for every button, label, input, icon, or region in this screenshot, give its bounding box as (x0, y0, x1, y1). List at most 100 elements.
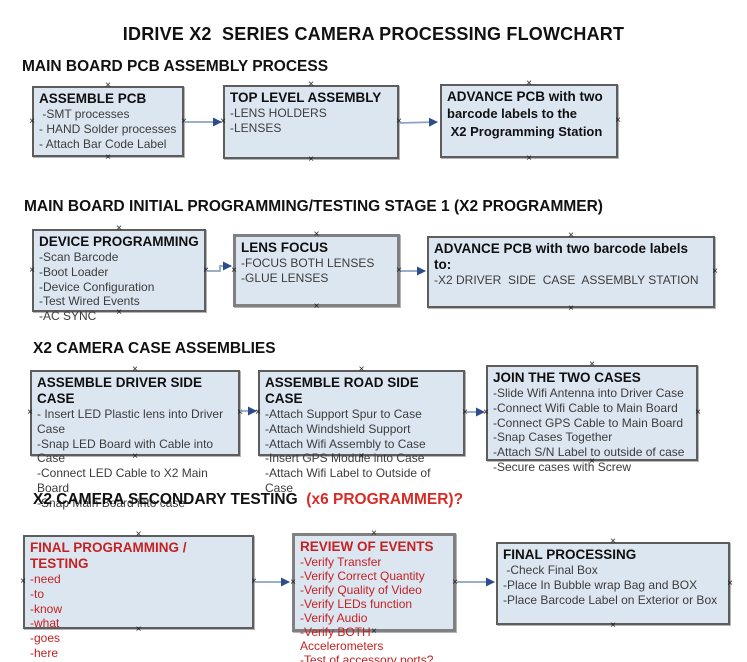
box-item: -Verify Correct Quantity (300, 569, 425, 583)
flow-box-final-processing[interactable]: FINAL PROCESSING -Check Final Box -Place… (496, 537, 733, 631)
connection-handle-icon[interactable]: × (132, 451, 138, 462)
connection-handle-icon[interactable]: × (27, 407, 33, 418)
connection-handle-icon[interactable]: × (29, 115, 35, 127)
box-title: TOP LEVEL ASSEMBLY (230, 90, 382, 105)
section-heading-red-part: (x6 PROGRAMMER)? (302, 491, 464, 508)
connection-handle-icon[interactable]: × (589, 456, 595, 467)
box-item: -Check Final Box (503, 563, 598, 577)
connection-handle-icon[interactable]: × (712, 266, 718, 277)
connection-handle-icon[interactable]: × (615, 115, 621, 126)
connection-handle-icon[interactable]: × (526, 153, 532, 164)
connection-handle-icon[interactable]: × (308, 79, 314, 90)
flow-box-join-the-two-cases[interactable]: JOIN THE TWO CASES -Slide Wifi Antenna i… (483, 360, 701, 474)
flow-box-top-level-assembly[interactable]: TOP LEVEL ASSEMBLY -LENS HOLDERS -LENSES… (220, 80, 402, 165)
page-title: IDRIVE X2 SERIES CAMERA PROCESSING FLOWC… (122, 24, 625, 44)
connection-handle-icon[interactable]: × (105, 80, 111, 91)
box-item: -Test of accessory ports? (300, 653, 434, 662)
box-title: ADVANCE PCB with two barcode labels to: (434, 241, 692, 272)
connection-handle-icon[interactable]: × (452, 576, 458, 588)
box-item: -Snap Main Board into case (37, 495, 186, 510)
box-item: -Secure cases with Screw (493, 459, 632, 474)
box-item: -Device Configuration (39, 279, 155, 294)
box-item: -need (30, 572, 61, 586)
box-item: -Attach Wifi Label to Outside of Case (265, 466, 434, 495)
connection-handle-icon[interactable]: × (610, 620, 616, 631)
box-title: REVIEW OF EVENTS (300, 539, 434, 554)
box-item: -Connect Wifi Cable to Main Board (493, 400, 678, 415)
connection-handle-icon[interactable]: × (313, 229, 320, 240)
box-title: ASSEMBLE DRIVER SIDE CASE (37, 375, 206, 406)
connection-handle-icon[interactable]: × (20, 576, 26, 587)
box-title: ADVANCE PCB with two (447, 89, 603, 104)
connection-handle-icon[interactable]: × (308, 154, 314, 165)
connection-handle-icon[interactable]: × (135, 529, 142, 540)
connection-handle-icon[interactable]: × (181, 115, 187, 127)
connection-handle-icon[interactable]: × (396, 264, 402, 276)
connection-handle-icon[interactable]: × (462, 407, 468, 418)
connection-handle-icon[interactable]: × (568, 230, 574, 241)
connector-arrow[interactable] (206, 261, 232, 272)
box-item: -Verify Transfer (300, 555, 382, 569)
box-item: -Slide Wifi Antenna into Driver Case (493, 386, 684, 400)
box-title: ASSEMBLE ROAD SIDE CASE (265, 375, 423, 406)
box-title: FINAL PROGRAMMING / TESTING (30, 540, 191, 571)
connection-handle-icon[interactable]: × (568, 303, 574, 314)
flow-box-assemble-road-side-case[interactable]: ASSEMBLE ROAD SIDE CASE -Attach Support … (255, 365, 468, 495)
connector-arrow[interactable] (398, 117, 438, 127)
flow-box-review-of-events[interactable]: REVIEW OF EVENTS -Verify Transfer -Verif… (290, 529, 458, 662)
box-item: -Connect GPS Cable to Main Board (493, 415, 684, 430)
box-item: -Boot Loader (39, 264, 109, 279)
section-heading-initial-programming: MAIN BOARD INITIAL PROGRAMMING/TESTING S… (24, 198, 603, 215)
box-item: -Verify LEDs function (300, 597, 413, 611)
connection-handle-icon[interactable]: × (371, 528, 377, 539)
connection-handle-icon[interactable]: × (135, 624, 142, 635)
box-item: -Place In Bubble wrap Bag and BOX (503, 577, 698, 592)
connection-handle-icon[interactable]: × (589, 359, 595, 370)
flow-box-device-programming[interactable]: DEVICE PROGRAMMING -Scan Barcode -Boot L… (29, 224, 209, 324)
connection-handle-icon[interactable]: × (483, 407, 489, 418)
flow-box-assemble-driver-side-case[interactable]: ASSEMBLE DRIVER SIDE CASE - Insert LED P… (27, 365, 243, 510)
flow-box-assemble-pcb[interactable]: ASSEMBLE PCB -SMT processes - HAND Solde… (29, 81, 187, 163)
connection-handle-icon[interactable]: × (526, 78, 532, 89)
connection-handle-icon[interactable]: × (203, 264, 209, 276)
box-item: -LENSES (230, 120, 282, 135)
flow-box-lens-focus[interactable]: LENS FOCUS -FOCUS BOTH LENSES -GLUE LENS… (231, 230, 402, 312)
flow-box-final-programming-testing[interactable]: FINAL PROGRAMMING / TESTING -need -to -k… (20, 530, 257, 660)
box-item: -Place Barcode Label on Exterior or Box (503, 592, 718, 607)
connection-handle-icon[interactable]: × (237, 407, 243, 418)
connection-handle-icon[interactable]: × (313, 301, 320, 312)
box-item: -Scan Barcode (39, 250, 119, 264)
box-item: -Attach S/N Label to outside of case (493, 445, 685, 460)
connection-handle-icon[interactable]: × (116, 223, 122, 234)
box-item: -Verify Audio (300, 611, 368, 625)
box-item: -goes (30, 631, 61, 646)
box-title: DEVICE PROGRAMMING (39, 234, 199, 249)
connection-handle-icon[interactable]: × (116, 307, 122, 318)
connection-handle-icon[interactable]: × (695, 407, 701, 418)
connection-handle-icon[interactable]: × (231, 264, 237, 276)
box-item: -Connect LED Cable to X2 Main Board (37, 466, 212, 495)
box-item: -know (30, 601, 63, 616)
box-item: -GLUE LENSES (241, 270, 329, 285)
box-item: -to (30, 586, 45, 601)
connection-handle-icon[interactable]: × (371, 626, 377, 637)
connection-handle-icon[interactable]: × (29, 264, 35, 276)
connection-handle-icon[interactable]: × (105, 152, 111, 163)
box-item: -FOCUS BOTH LENSES (241, 256, 375, 270)
flow-box-advance-pcb-driver-side-station[interactable]: ADVANCE PCB with two barcode labels to: … (427, 231, 718, 314)
connection-handle-icon[interactable]: × (290, 576, 296, 588)
flow-box-advance-pcb-programming-station[interactable]: ADVANCE PCB with two barcode labels to t… (440, 79, 621, 164)
section-heading-secondary-testing: X2 CAMERA SECONDARY TESTING (x6 PROGRAMM… (33, 491, 463, 509)
connection-handle-icon[interactable]: × (132, 364, 138, 375)
connection-handle-icon[interactable]: × (358, 451, 365, 462)
box-item: -LENS HOLDERS (230, 106, 327, 120)
connection-handle-icon[interactable]: × (255, 407, 261, 418)
box-item: -Verify Quality of Video (300, 583, 422, 597)
connection-handle-icon[interactable]: × (610, 536, 616, 547)
connection-handle-icon[interactable]: × (727, 577, 733, 589)
connection-handle-icon[interactable]: × (358, 364, 365, 375)
box-item: -Attach Wifi Assembly to Case (265, 436, 426, 451)
connection-handle-icon[interactable]: × (396, 116, 402, 127)
connection-handle-icon[interactable]: × (220, 116, 226, 127)
